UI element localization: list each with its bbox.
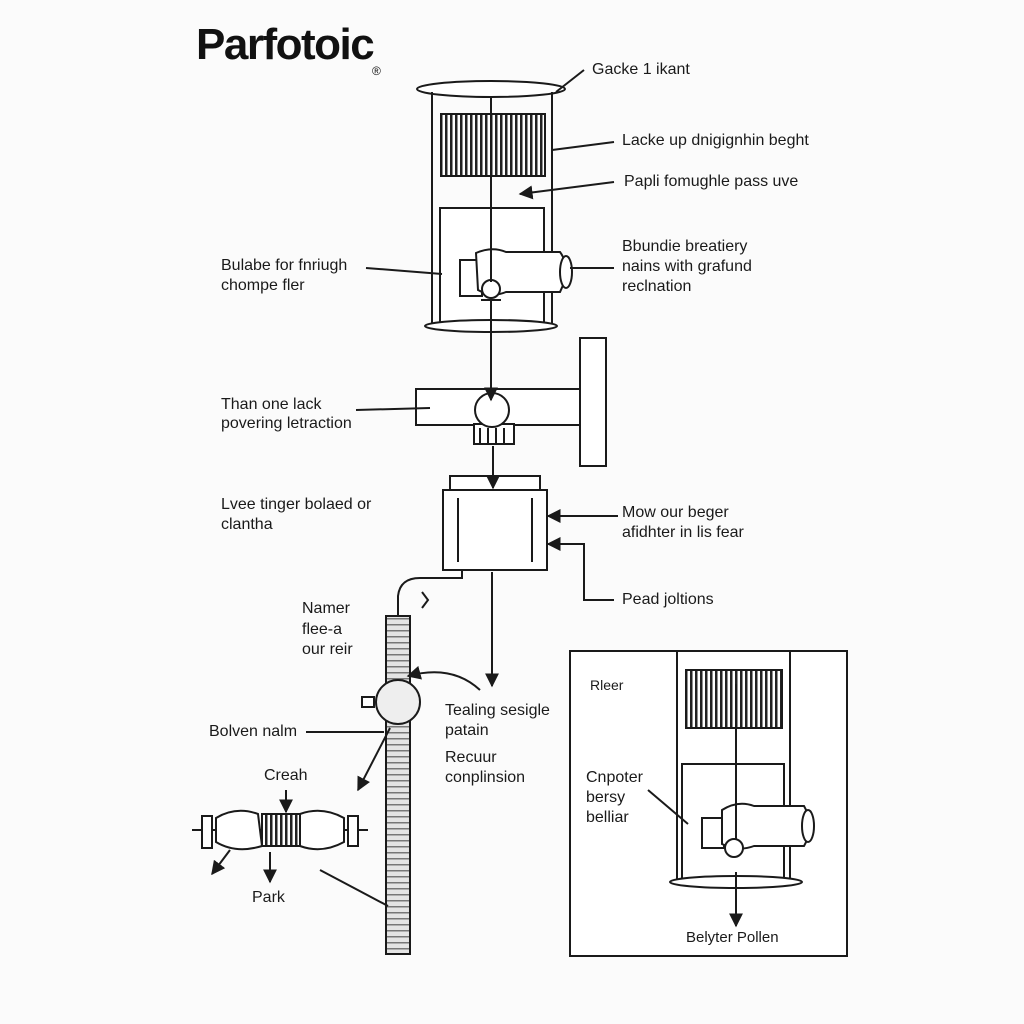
label-left-1-line2: chompe fler xyxy=(221,277,305,294)
inset-panel xyxy=(569,650,848,957)
arrows xyxy=(211,69,743,928)
control-box xyxy=(442,475,548,571)
label-namer-line2: flee-a xyxy=(302,621,343,638)
pump-icon xyxy=(192,809,368,851)
pipe-column xyxy=(385,615,411,955)
grille-icon xyxy=(685,669,783,729)
arrow-icon xyxy=(211,849,231,876)
t-junction xyxy=(415,337,607,467)
valve-icon xyxy=(724,838,744,858)
label-left-3-line1: Lvee tinger bolaed or xyxy=(221,496,372,513)
label-mid-2-line1: Recuur xyxy=(445,749,497,766)
arrow-icon xyxy=(518,181,615,200)
label-left-1-line1: Bulabe for fnriugh xyxy=(221,257,348,274)
inset-label-line1: Cnpoter xyxy=(586,769,643,786)
inset-title: Rleer xyxy=(590,677,624,693)
inset-label-line3: belliar xyxy=(586,809,629,826)
label-right-1-line3: reclnation xyxy=(622,278,692,295)
label-right-3: Pead joltions xyxy=(622,591,714,608)
label-top-right-1: Gacke 1 ikant xyxy=(592,61,690,78)
valve-icon xyxy=(481,279,501,299)
inset-bottom-label: Belyter Pollen xyxy=(686,929,779,946)
label-right-1-line1: Bbundie breatiery xyxy=(622,238,748,255)
label-right-1-line2: nains with grafund xyxy=(622,258,752,275)
label-left-2-line1: Than one lack xyxy=(221,396,322,413)
inset-label-line2: bersy xyxy=(586,789,626,806)
label-top-right-2: Lacke up dnigignhin beght xyxy=(622,132,809,149)
label-right-2-line1: Mow our beger xyxy=(622,504,729,521)
filter-tank xyxy=(416,80,573,333)
label-mid-1-line2: patain xyxy=(445,722,489,739)
grille-icon xyxy=(440,113,546,177)
label-park: Park xyxy=(252,889,285,906)
label-top-right-3: Papli fomughle pass uve xyxy=(624,173,799,190)
label-creah: Creah xyxy=(264,767,308,784)
arrow-icon xyxy=(406,665,481,691)
valve-icon xyxy=(375,679,421,725)
label-namer-line1: Namer xyxy=(302,600,351,617)
label-namer-line3: our reir xyxy=(302,641,353,658)
arrow-icon xyxy=(546,537,614,601)
registered-mark: ® xyxy=(372,64,381,78)
label-mid-2-line2: conplinsion xyxy=(445,769,526,786)
arrow-icon xyxy=(357,727,391,792)
brand-logo: Parfotoic xyxy=(196,20,375,69)
label-left-3-line2: clantha xyxy=(221,516,273,533)
label-right-2-line2: afidhter in lis fear xyxy=(622,524,744,541)
label-left-2-line2: povering letraction xyxy=(221,415,352,432)
label-bolven: Bolven nalm xyxy=(209,723,298,740)
label-mid-1-line1: Tealing sesigle xyxy=(445,702,550,719)
